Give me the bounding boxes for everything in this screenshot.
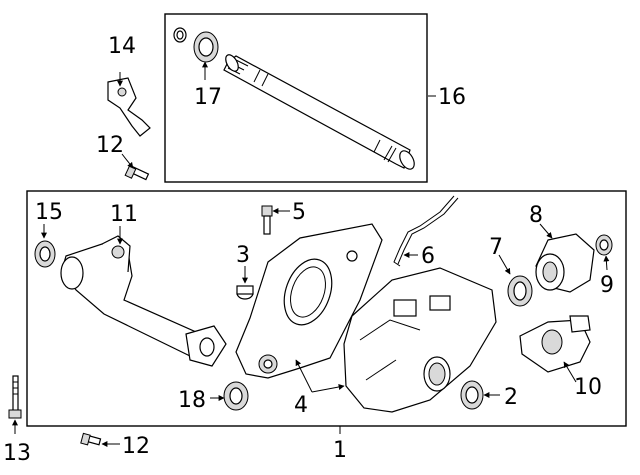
support-arm <box>60 235 227 367</box>
axle-seal <box>173 27 219 63</box>
callout-12-lower: 12 <box>122 434 150 459</box>
callout-12-upper: 12 <box>96 133 124 158</box>
axle-shaft-frame <box>164 13 428 183</box>
callout-7: 7 <box>489 235 503 260</box>
vent-plug <box>261 205 273 235</box>
callout-11: 11 <box>110 202 138 227</box>
callout-2: 2 <box>504 385 518 410</box>
bracket <box>107 77 151 137</box>
bolt-upper <box>124 165 150 181</box>
pinion-seal <box>507 275 533 307</box>
leader-lines <box>12 61 610 447</box>
mount-bracket <box>519 315 591 373</box>
callout-10: 10 <box>574 375 602 400</box>
callout-18: 18 <box>178 388 206 413</box>
callout-14: 14 <box>108 34 136 59</box>
carrier-housing <box>343 267 497 413</box>
companion-flange <box>535 233 595 293</box>
callout-3: 3 <box>236 243 250 268</box>
callout-8: 8 <box>529 203 543 228</box>
callout-17: 17 <box>194 85 222 110</box>
callout-15: 15 <box>35 200 63 225</box>
callout-1: 1 <box>333 438 347 463</box>
axle-shaft <box>223 54 415 170</box>
breather-tube <box>393 195 459 267</box>
output-seal <box>223 381 249 411</box>
bolt-lower <box>80 432 102 446</box>
callout-13: 13 <box>3 441 31 466</box>
differential-cover <box>235 223 383 379</box>
main-assembly-frame <box>26 190 627 427</box>
long-bolt <box>8 375 22 419</box>
callout-4: 4 <box>294 393 308 418</box>
side-seal <box>460 380 484 410</box>
callout-16: 16 <box>438 85 466 110</box>
dowel-pin <box>236 285 254 300</box>
bearing <box>34 240 56 268</box>
flange-nut <box>595 234 613 256</box>
callout-6: 6 <box>421 244 435 269</box>
callout-9: 9 <box>600 273 614 298</box>
callout-5: 5 <box>292 200 306 225</box>
